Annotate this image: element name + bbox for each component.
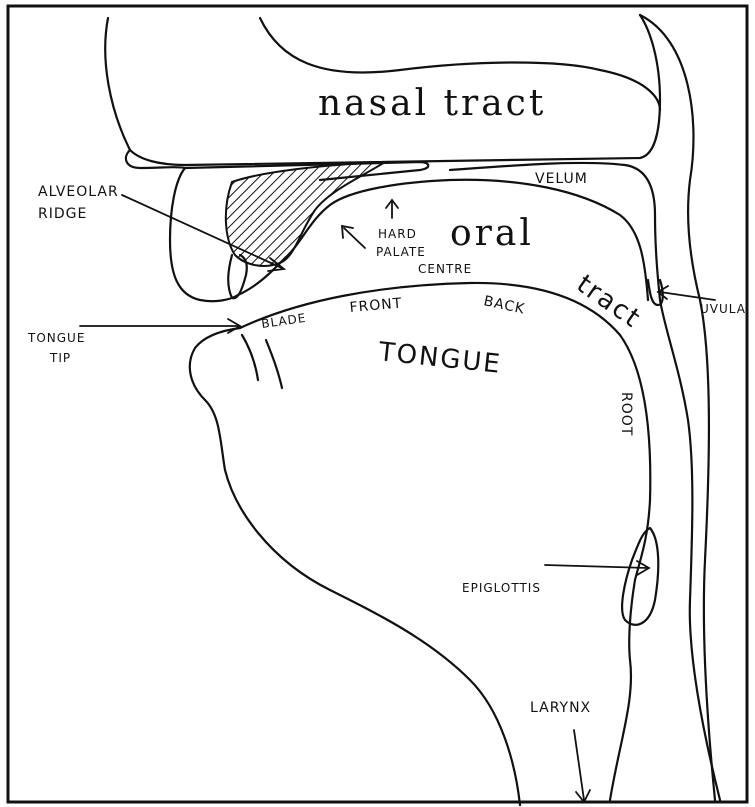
label-tongue-tip-1: TONGUE <box>27 331 85 345</box>
label-uvula: UVULA <box>700 302 746 316</box>
label-hard-palate-2: PALATE <box>376 245 426 259</box>
label-alveolar-ridge-2: RIDGE <box>38 206 87 222</box>
lower-tooth <box>242 335 282 388</box>
label-centre: CENTRE <box>418 262 472 276</box>
epiglottis-shape <box>622 528 658 625</box>
label-epiglottis: EPIGLOTTIS <box>462 581 541 595</box>
upper-lip-outline <box>126 150 238 301</box>
lower-lip-chin <box>190 328 520 805</box>
alveolar-ridge-hatch <box>226 162 385 266</box>
uvula-arrow <box>660 292 715 300</box>
label-tongue: TONGUE <box>376 337 503 380</box>
larynx-arrow <box>574 730 584 800</box>
label-larynx: LARYNX <box>530 700 591 716</box>
label-front: FRONT <box>349 295 403 316</box>
label-root: ROOT <box>618 392 634 436</box>
arrows <box>80 195 715 802</box>
label-back: BACK <box>482 293 526 317</box>
label-blade: BLADE <box>260 311 307 331</box>
label-hard-palate-1: HARD <box>378 227 417 241</box>
hard-palate-arrow-diag <box>344 228 365 248</box>
label-oral: oral <box>450 213 534 254</box>
label-nasal-tract: nasal tract <box>318 83 546 124</box>
label-tongue-tip-2: TIP <box>49 351 71 365</box>
pharynx-back-wall <box>660 300 720 800</box>
epiglottis-arrow <box>545 565 648 568</box>
pharynx-outer-wall <box>640 15 715 800</box>
label-alveolar-ridge-1: ALVEOLAR <box>38 184 119 200</box>
label-velum: VELUM <box>535 171 588 187</box>
